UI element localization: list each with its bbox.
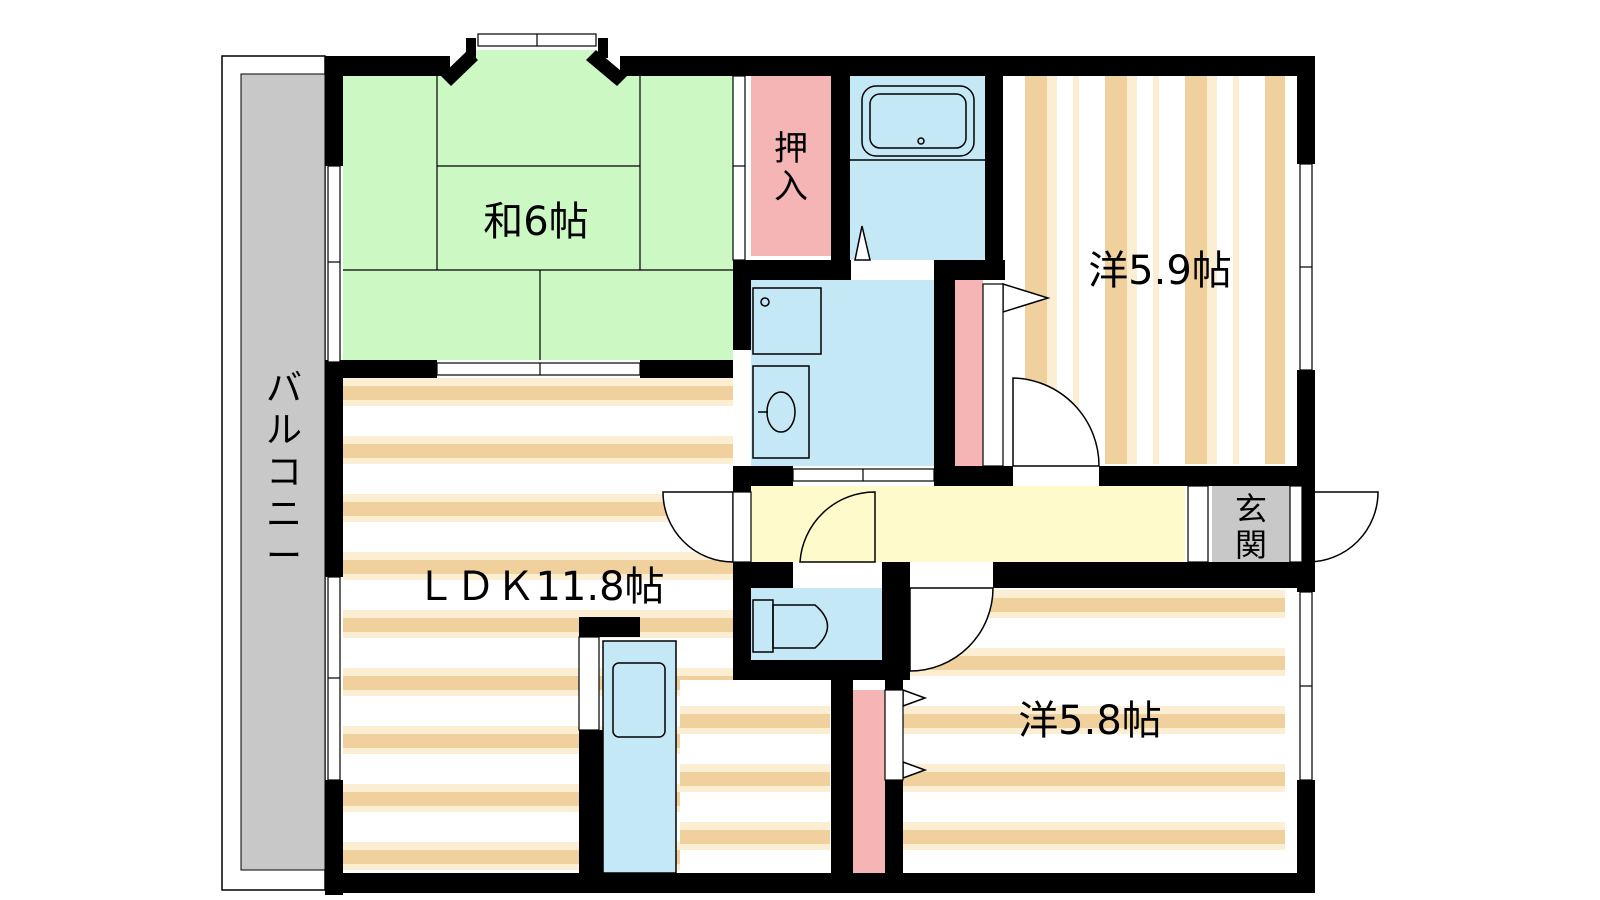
ldk-label: ＬＤＫ11.8帖: [415, 564, 664, 610]
washbasin: [752, 365, 810, 459]
balcony-label-1: バ: [266, 368, 302, 409]
ldk-floor-2: [680, 680, 830, 873]
balcony-label-5: ー: [266, 536, 302, 577]
washroom-floor: [751, 280, 934, 466]
oshiire-label-1: 押: [774, 129, 808, 169]
western-room-1-label: 洋5.9帖: [1088, 248, 1232, 294]
doors: [662, 225, 1379, 780]
windows: [327, 33, 1313, 781]
closet-floor: [751, 76, 831, 256]
toilet-bowl: [772, 604, 829, 649]
kitchen-counter: [602, 640, 677, 874]
closet-3-floor: [853, 690, 885, 873]
floors: [343, 50, 1290, 874]
balcony-label-2: ル: [266, 410, 302, 451]
room-labels: 和6帖 洋5.9帖 ＬＤＫ11.8帖 洋5.8帖: [415, 199, 1231, 744]
genkan-label-2: 関: [1235, 526, 1267, 564]
toilet-floor: [751, 588, 882, 660]
washitsu-label: 和6帖: [483, 199, 588, 245]
kitchen-sink: [612, 662, 666, 738]
western-room-2-label: 洋5.8帖: [1018, 698, 1162, 744]
washing-machine: [752, 287, 822, 355]
balcony: [221, 55, 326, 891]
oshiire-label-2: 入: [774, 167, 808, 207]
walls: [325, 38, 1315, 895]
genkan-floor: [1212, 486, 1290, 562]
tatami-lines: [343, 76, 733, 360]
bath-floor: [850, 76, 985, 260]
fixtures: [612, 85, 985, 738]
closet-2-floor: [955, 280, 983, 466]
vertical-labels: 押 入 玄 関 バ ル コ ニ ー: [266, 129, 1267, 577]
balcony-label-3: コ: [266, 452, 302, 493]
balcony-label-4: ニ: [266, 494, 302, 535]
tatami-floor: [343, 50, 733, 360]
genkan-label-1: 玄: [1235, 490, 1267, 528]
bathtub: [861, 85, 975, 157]
